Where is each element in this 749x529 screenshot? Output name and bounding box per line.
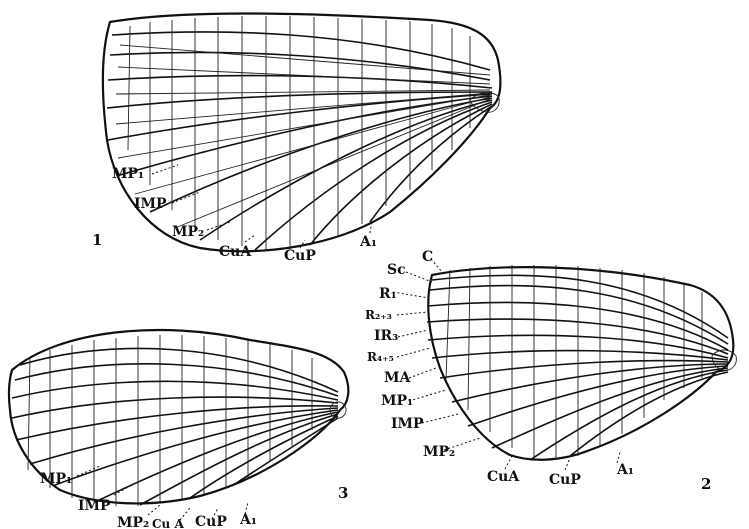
wing-1-label-cua: CuA bbox=[219, 244, 252, 260]
wing-1-label-imp: IMP bbox=[134, 196, 167, 212]
wing-2-label-r23: R₂₊₃ bbox=[365, 308, 392, 322]
wing-2-label-r1: R₁ bbox=[379, 286, 397, 302]
wing-1-label-a1: A₁ bbox=[359, 234, 377, 250]
wing-2-label-ir3: IR₃ bbox=[374, 328, 398, 344]
wing-2-label-cua: CuA bbox=[487, 469, 520, 485]
wing-3-label-cua: Cu A bbox=[152, 517, 184, 529]
wing-1-long-veins bbox=[107, 32, 492, 250]
wing-1-label-mp1: MP₁ bbox=[112, 166, 144, 182]
wing-2-label-sc: Sc bbox=[387, 262, 406, 278]
figure-number-3: 3 bbox=[338, 484, 348, 502]
wing-1-label-cup: CuP bbox=[284, 248, 316, 264]
wing-2-label-ma: MA bbox=[384, 370, 411, 386]
wing-2-label-c: C bbox=[422, 249, 433, 265]
wing-1 bbox=[103, 14, 501, 252]
wing-2-label-a1: A₁ bbox=[616, 462, 634, 478]
wing-2 bbox=[427, 265, 736, 460]
wing-3-label-imp: IMP bbox=[78, 498, 111, 514]
wing-3-label-mp1: MP₁ bbox=[40, 471, 72, 487]
wing-3-label-mp2: MP₂ bbox=[117, 515, 149, 529]
wing-1-label-mp2: MP₂ bbox=[172, 224, 204, 240]
figure-number-1: 1 bbox=[92, 231, 102, 249]
wing-2-label-cup: CuP bbox=[549, 472, 581, 488]
wing-2-label-mp2: MP₂ bbox=[423, 444, 455, 460]
wing-2-label-mp1: MP₁ bbox=[381, 393, 413, 409]
wing-2-label-r45: R₄₊₅ bbox=[367, 350, 394, 364]
wing-2-long-veins bbox=[427, 275, 728, 460]
figure-number-2: 2 bbox=[701, 475, 711, 493]
wing-2-label-imp: IMP bbox=[391, 416, 424, 432]
wing-3-label-a1: A₁ bbox=[239, 512, 257, 528]
wing-2-cross-veins bbox=[446, 265, 702, 460]
wing-3-label-cup: CuP bbox=[195, 514, 227, 529]
wing-1-cross-veins bbox=[116, 16, 490, 250]
